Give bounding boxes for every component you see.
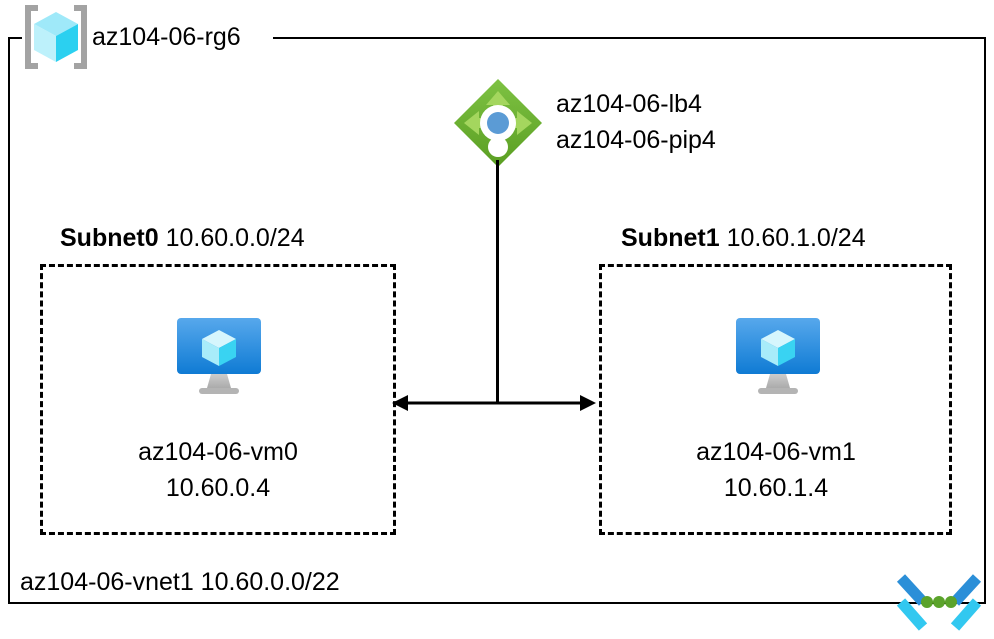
vm1-name-label: az104-06-vm1 [696,438,856,466]
public-ip-name-label: az104-06-pip4 [556,126,716,154]
vm0-ip-label: 10.60.0.4 [165,474,271,502]
load-balancer-labels: az104-06-lb4 az104-06-pip4 [556,86,716,158]
virtual-machine-icon [733,316,823,396]
load-balancer-icon [452,77,544,169]
load-balancer-connector-line [496,160,499,403]
subnet0-name: Subnet0 [60,224,159,252]
resource-group-border-left [8,37,10,604]
virtual-machine-icon [174,316,264,396]
resource-group-border-right [984,37,986,604]
resource-group-label: az104-06-rg6 [92,23,241,51]
subnet0-boundary [40,264,396,535]
load-balancer-name-label: az104-06-lb4 [556,90,702,118]
vm1-ip-label: 10.60.1.4 [723,474,829,502]
resource-group-border-top-left-stub [8,37,22,39]
subnet1-boundary [599,264,952,535]
virtual-network-icon [893,572,985,634]
vm0-name-label: az104-06-vm0 [138,438,298,466]
vm1-labels: az104-06-vm1 10.60.1.4 [598,434,954,506]
vnet-label: az104-06-vnet1 10.60.0.0/22 [20,568,340,596]
subnet-to-subnet-link [390,388,598,418]
subnet1-name: Subnet1 [621,224,720,252]
vm0-labels: az104-06-vm0 10.60.0.4 [40,434,396,506]
subnet1-title: Subnet1 10.60.1.0/24 [621,222,866,254]
resource-group-cube-icon [22,4,90,70]
resource-group-border-bottom [8,602,986,604]
subnet0-cidr: 10.60.0.0/24 [165,224,305,252]
subnet0-title: Subnet0 10.60.0.0/24 [60,222,305,254]
subnet1-cidr: 10.60.1.0/24 [726,224,866,252]
resource-group-border-top [273,37,986,39]
